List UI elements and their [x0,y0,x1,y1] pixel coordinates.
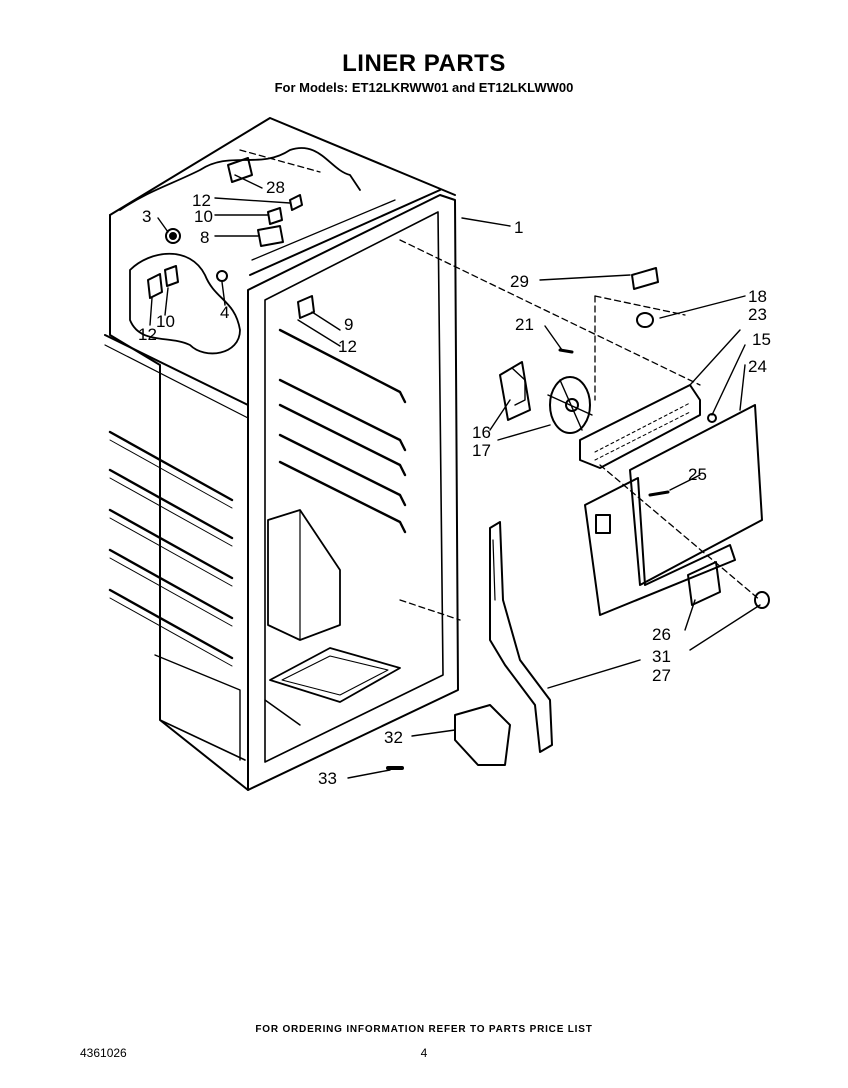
page-title: LINER PARTS [342,50,506,77]
callout-27: 27 [652,666,671,685]
part-9-bracket [297,295,315,319]
callout-8: 8 [200,228,209,247]
callout-32: 32 [384,728,403,747]
part-10-side [164,265,179,287]
liner-side-ribs [108,430,234,667]
callout-24: 24 [748,357,767,376]
part-24-back-panel [629,404,763,586]
ordering-note: FOR ORDERING INFORMATION REFER TO PARTS … [255,1024,593,1035]
callout-29: 29 [510,272,529,291]
part-3-knob [165,228,181,244]
callout-labels: 1 28 12 3 10 8 29 18 23 21 15 24 4 9 12 … [138,178,771,788]
part-29-clips [631,267,659,290]
side-foam-outline [129,253,241,355]
callout-31: 31 [652,647,671,666]
liner-floor-step [264,699,301,726]
part-18-plug [636,312,654,328]
page-number: 4 [420,1046,428,1060]
part-27-cover [687,561,721,606]
part-23-evap-rail [579,384,701,469]
callout-12-right: 12 [338,337,357,356]
panel-opening [595,514,611,534]
model-subtitle: For Models: ET12LKRWW01 and ET12LKLWW00 [274,80,574,95]
part-26-lower-panel [584,477,736,616]
callout-26: 26 [652,625,671,644]
fan-blade [549,376,591,434]
liner-top-rim [249,189,441,276]
leader-lines [149,174,761,779]
callout-23: 23 [748,305,767,324]
part-32-duct [454,704,511,766]
callout-18: 18 [748,287,767,306]
callout-16: 16 [472,423,491,442]
liner-interior-shelves [278,328,407,534]
liner-top-edge [109,117,456,216]
evaporator-cover [267,509,341,641]
callout-33: 33 [318,769,337,788]
callout-25: 25 [688,465,707,484]
callout-21: 21 [515,315,534,334]
part-25-screw [648,490,670,497]
liner-base [159,649,246,761]
liner-floor-pan [269,647,401,703]
part-31-drain-trough [489,521,553,753]
part-12-screw-top [289,194,303,211]
fan-motor-assembly [499,361,593,434]
liner-cabinet [104,117,459,791]
liner-base-front [154,654,241,761]
callout-3: 3 [142,207,151,226]
liner-top-groove [251,199,396,261]
fan-hub [565,398,579,412]
callout-12-top: 12 [192,191,211,210]
part-4-grommet [216,270,228,282]
callout-17: 17 [472,441,491,460]
liner-front-opening [264,211,444,763]
document-number: 4361026 [80,1046,127,1060]
callout-10-side: 10 [156,312,175,331]
fan-motor-bracket [499,361,531,421]
part-27-plug [754,591,770,609]
callout-1: 1 [514,218,523,237]
callout-12-side: 12 [138,325,157,344]
liner-front-frame [247,194,459,791]
part-28-clip [227,157,253,183]
callout-4: 4 [220,303,229,322]
callout-10-top: 10 [194,207,213,226]
liner-side-divider-2 [104,344,249,419]
dashed-assembly-lines [239,149,761,621]
liner-side-divider [104,334,249,406]
callout-15: 15 [752,330,771,349]
part-12-side [147,273,163,299]
callout-9: 9 [344,315,353,334]
liner-floor-pan-inner [281,655,389,696]
part-10-clamp [267,207,283,225]
part-8-socket [257,225,284,247]
callout-28: 28 [266,178,285,197]
liner-left-wall [109,214,249,791]
